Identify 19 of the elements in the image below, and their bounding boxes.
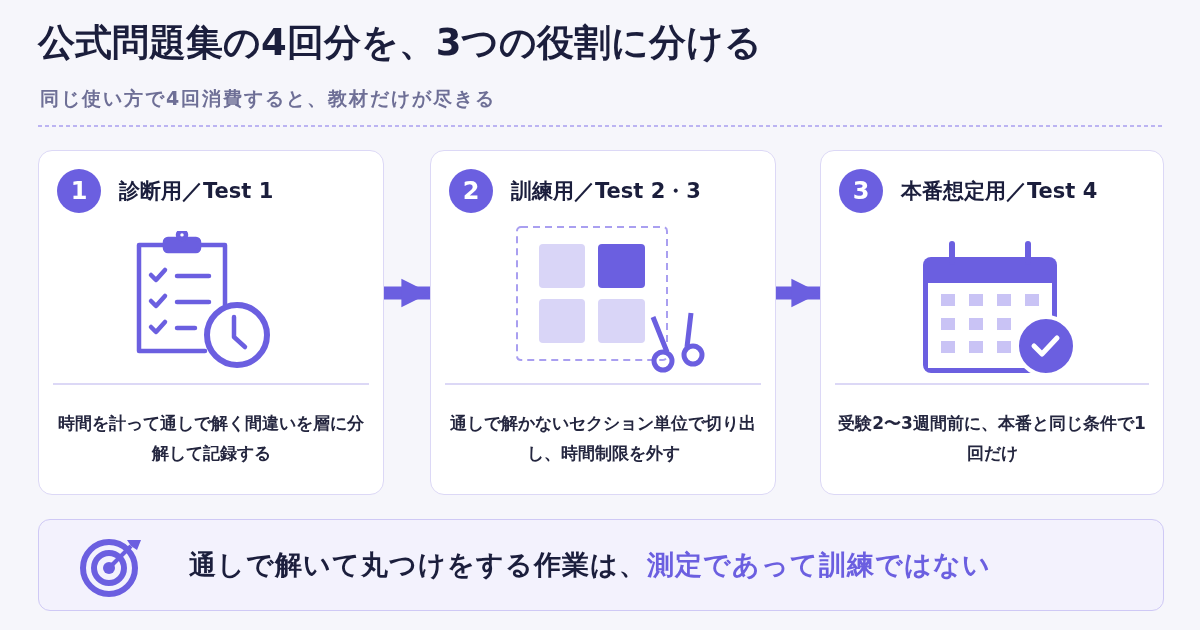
step-number: 3 bbox=[839, 169, 883, 213]
title: 公式問題集の4回分を、3つの役割に分ける bbox=[38, 20, 763, 66]
step-heading: 本番想定用／Test 4 bbox=[901, 178, 1098, 205]
step-card bbox=[38, 150, 384, 495]
step-heading: 診断用／Test 1 bbox=[119, 178, 274, 205]
step-description: 受験2〜3週間前に、本番と同じ条件で1回だけ bbox=[837, 412, 1147, 465]
subtitle: 同じ使い方で4回消費すると、教材だけが尽きる bbox=[40, 86, 497, 111]
step-description: 通しで解かないセクション単位で切り出し、時間制限を外す bbox=[449, 412, 757, 465]
step-number: 1 bbox=[57, 169, 101, 213]
step-card bbox=[820, 150, 1164, 495]
conclusion-banner bbox=[38, 519, 1164, 611]
step-description: 時間を計って通しで解く間違いを層に分解して記録する bbox=[57, 412, 365, 465]
step-heading: 訓練用／Test 2・3 bbox=[511, 178, 701, 205]
arrow bbox=[384, 278, 430, 308]
highlighted-text: 測定であって訓練ではない bbox=[647, 548, 991, 582]
arrow bbox=[776, 278, 820, 308]
step-number: 2 bbox=[449, 169, 493, 213]
banner-text: 通しで解いて丸つけをする作業は、 bbox=[189, 548, 647, 582]
step-card bbox=[430, 150, 776, 495]
